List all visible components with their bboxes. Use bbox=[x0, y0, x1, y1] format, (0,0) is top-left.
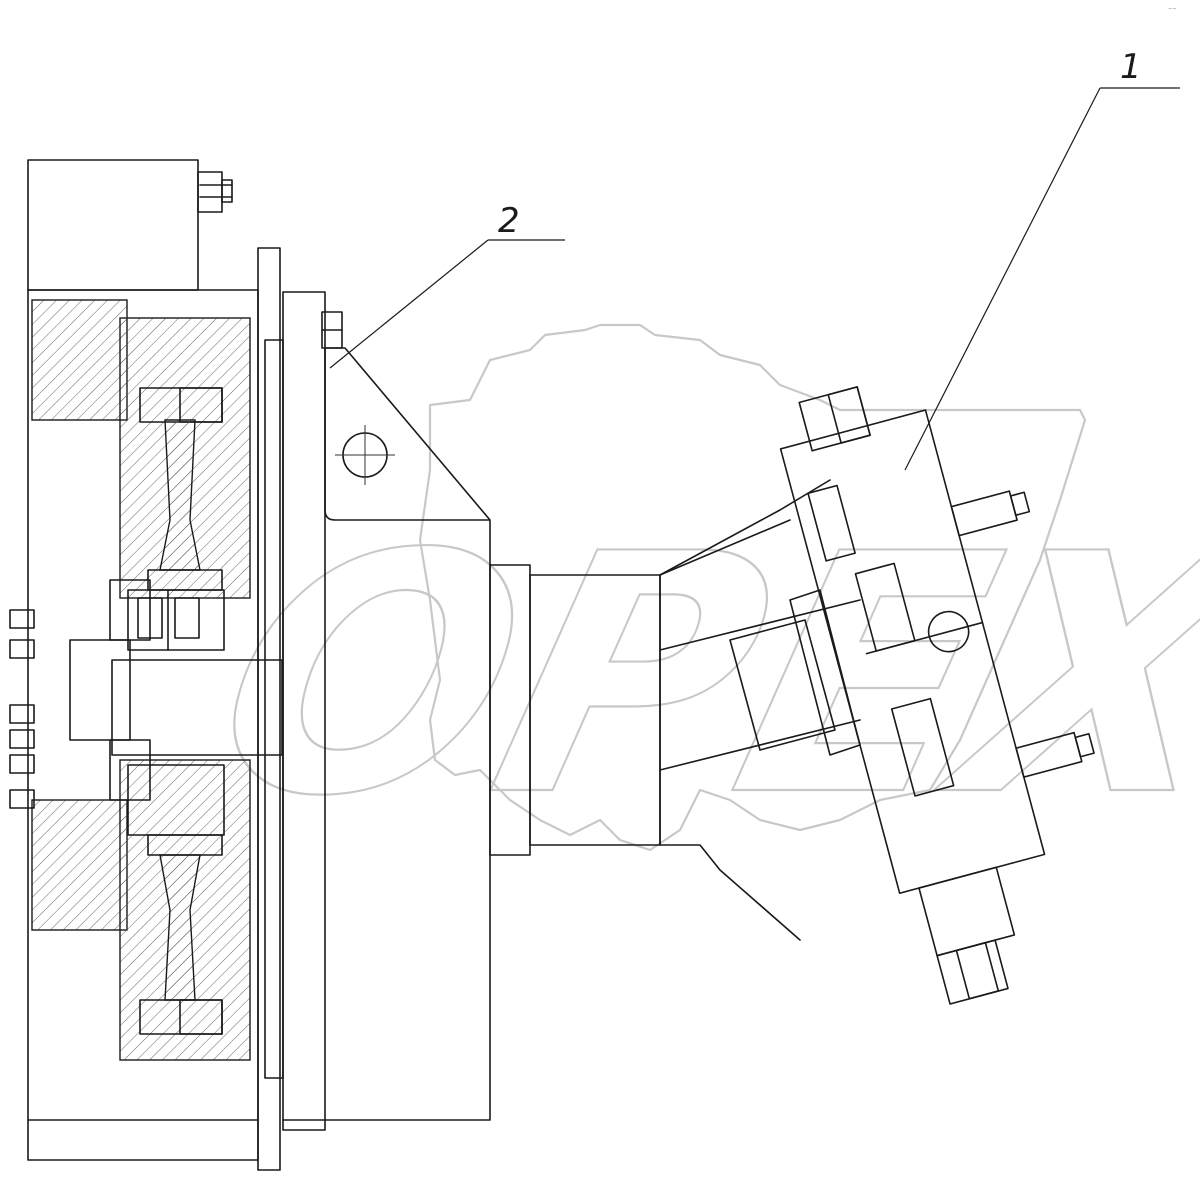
callout-1-label: 1 bbox=[1120, 47, 1142, 87]
callout-1: 1 bbox=[904, 47, 1180, 471]
watermark: OPEX bbox=[182, 323, 1200, 870]
motor-body bbox=[489, 479, 861, 941]
callout-2-label: 2 bbox=[498, 201, 520, 241]
coupling-assembly bbox=[111, 387, 283, 1035]
callout-2: 2 bbox=[329, 201, 565, 369]
watermark-text: OPEX bbox=[183, 485, 1200, 869]
valve-block bbox=[779, 386, 1095, 1005]
corner-mark: ⁻⁻ bbox=[1168, 5, 1176, 14]
watermark-gear-icon bbox=[418, 323, 1087, 852]
bracket bbox=[282, 347, 491, 1121]
